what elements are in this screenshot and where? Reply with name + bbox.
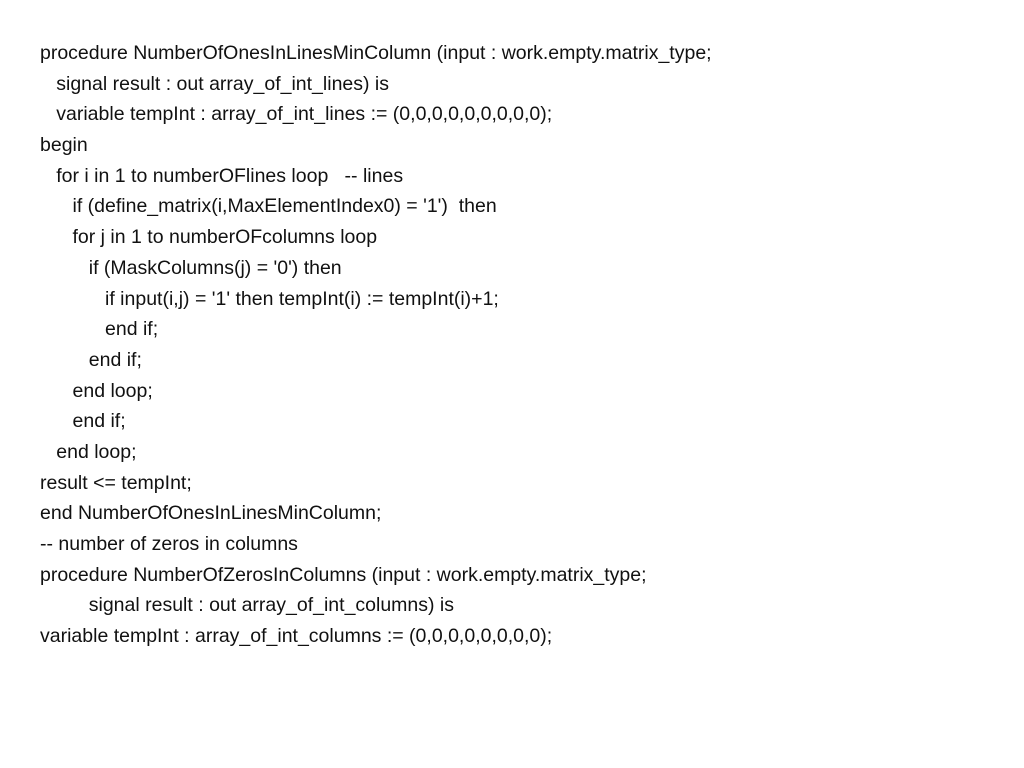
code-listing: procedure NumberOfOnesInLinesMinColumn (… <box>40 38 1000 652</box>
code-line-2: signal result : out array_of_int_lines) … <box>40 72 390 95</box>
code-line-3: variable tempInt : array_of_int_lines :=… <box>40 103 553 126</box>
code-line-15: result <= tempInt; <box>40 471 192 494</box>
code-line-17: -- number of zeros in columns <box>40 533 298 555</box>
code-line-19: signal result : out array_of_int_columns… <box>40 594 455 617</box>
code-line-13: end if; <box>40 410 126 433</box>
code-line-1: procedure NumberOfOnesInLinesMinColumn (… <box>40 42 712 64</box>
code-line-10: end if; <box>40 318 159 341</box>
code-line-5: for i in 1 to numberOFlines loop -- line… <box>40 164 404 187</box>
code-line-4: begin <box>40 134 88 157</box>
code-line-8: if (MaskColumns(j) = '0') then <box>40 256 342 279</box>
code-line-14: end loop; <box>40 440 137 463</box>
code-line-9: if input(i,j) = '1' then tempInt(i) := t… <box>40 287 499 310</box>
code-line-6: if (define_matrix(i,MaxElementIndex0) = … <box>40 195 497 218</box>
code-line-11: end if; <box>40 348 142 371</box>
code-line-16: end NumberOfOnesInLinesMinColumn; <box>40 502 382 525</box>
code-line-18: procedure NumberOfZerosInColumns (input … <box>40 563 647 586</box>
code-line-20: variable tempInt : array_of_int_columns … <box>40 625 553 648</box>
code-line-12: end loop; <box>40 379 153 402</box>
code-line-7: for j in 1 to numberOFcolumns loop <box>40 226 378 249</box>
